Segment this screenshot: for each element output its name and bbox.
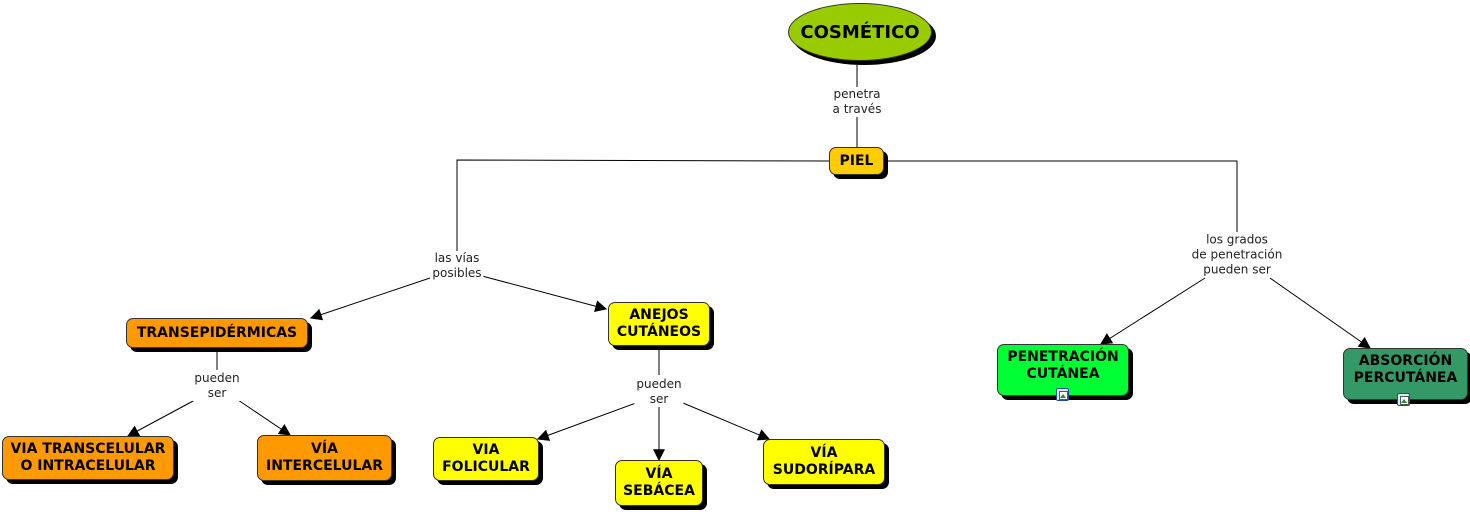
node-absorcion-percutanea[interactable]: ABSORCIÓN PERCUTÁNEA <box>1343 348 1468 400</box>
node-transepidermicas[interactable]: TRANSEPIDÉRMICAS <box>126 318 308 348</box>
edge-vias-anejos <box>481 275 608 313</box>
edge-pueden-transcelular <box>126 399 196 437</box>
edge-piel-grados <box>884 160 1238 232</box>
edge-grados-penetracion <box>1099 277 1206 345</box>
node-piel[interactable]: PIEL <box>829 147 884 175</box>
node-via-transcelular[interactable]: VIA TRANSCELULAR O INTRACELULAR <box>2 436 174 480</box>
image-icon[interactable] <box>1056 388 1069 401</box>
edge-pueden-folicular <box>536 402 637 441</box>
edge-grados-absorcion <box>1269 277 1371 349</box>
node-via-sudoripara[interactable]: VÍA SUDORÍPARA <box>763 439 885 485</box>
link-pueden-ser-transepidermicas: pueden ser <box>192 371 242 401</box>
node-penetracion-cutanea[interactable]: PENETRACIÓN CUTÁNEA <box>997 344 1129 396</box>
link-pueden-ser-anejos: pueden ser <box>634 377 684 407</box>
edge-piel-vias <box>456 159 830 256</box>
edge-vias-transepidermicas <box>309 277 431 321</box>
link-grados-penetracion: los grados de penetración pueden ser <box>1189 232 1285 278</box>
link-penetra-a-traves: penetra a través <box>830 87 884 117</box>
node-via-folicular[interactable]: VIA FOLICULAR <box>433 437 539 481</box>
edge-pueden-intercelular <box>237 399 291 436</box>
link-las-vias-posibles: las vías posibles <box>430 251 484 281</box>
edge-pueden-sudoripara <box>682 402 771 441</box>
node-anejos-cutaneos[interactable]: ANEJOS CUTÁNEOS <box>608 302 710 346</box>
node-cosmetico[interactable]: COSMÉTICO <box>788 3 932 61</box>
node-via-intercelular[interactable]: VÍA INTERCELULAR <box>257 435 392 481</box>
node-via-sebacea[interactable]: VÍA SEBÁCEA <box>615 460 703 506</box>
image-icon[interactable] <box>1397 393 1410 406</box>
